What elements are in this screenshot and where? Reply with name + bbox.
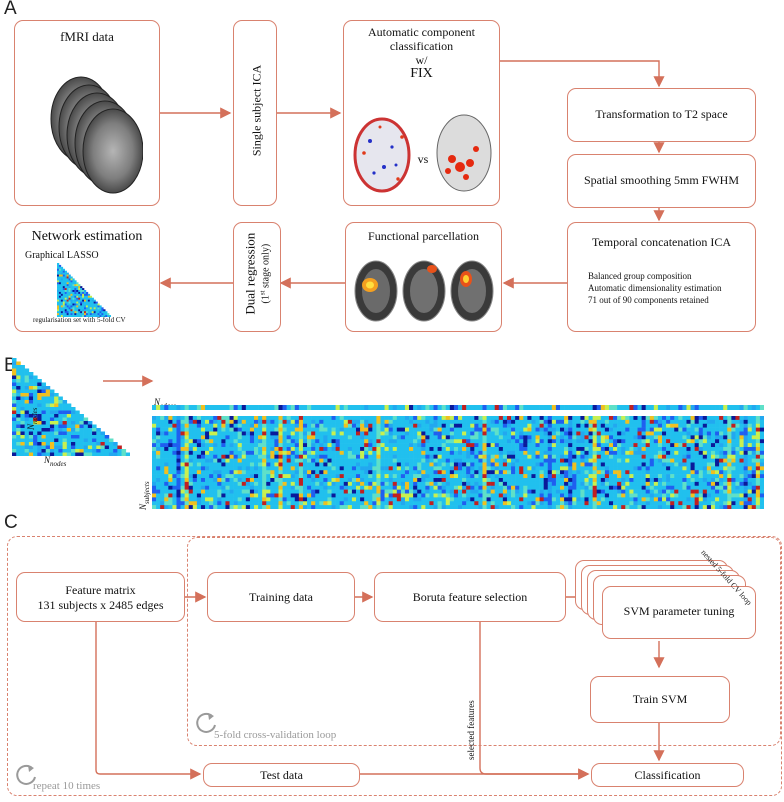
dual-stage-open: (1 [260,295,272,304]
fmri-data-box: fMRI data [14,20,160,206]
fmri-title: fMRI data [60,29,114,44]
n-nodes-vertical-sub: nodes [30,407,39,424]
tc-line-3: 71 out of 90 components retained [588,295,709,305]
test-data-box: Test data [203,763,360,787]
vs-label: vs [418,152,429,166]
dual-stage-rest: stage only) [260,243,272,291]
n-subjects-label: N [138,503,148,510]
cv-inner-loop [187,537,781,746]
training-data-box: Training data [207,572,355,622]
tc-title: Temporal concatenation ICA [591,235,732,249]
training-data-label: Training data [249,590,313,604]
n-nodes-vertical: N [26,423,36,430]
fmri-volume-stack-image [50,76,143,194]
single-subject-ica-box: Single subject ICA [233,20,277,206]
feature-matrix-heatmap [152,416,764,509]
tc-line-2: Automatic dimensionality estimation [588,283,722,293]
t2-transformation-box: Transformation to T2 space [567,88,756,142]
parcellation-title: Functional parcellation [368,229,479,243]
n-subjects-sub: subjects [142,481,151,504]
n-edges-label: N [154,397,161,407]
classification-label: Classification [634,768,701,782]
dual-stage-sup: st [258,290,267,296]
feature-matrix-line-2: 131 subjects x 2485 edges [37,598,164,612]
test-data-label: Test data [260,768,303,782]
network-note: regularisation set with 5-fold CV [33,316,126,324]
network-subtitle: Graphical LASSO [25,250,99,261]
panel-label-a: A [4,0,17,19]
functional-parcellation-box: Functional parcellation [345,222,502,332]
dual-regression-label: Dual regression [242,232,258,315]
spatial-smoothing-box: Spatial smoothing 5mm FWHM [567,154,756,208]
repeat-loop-icon [16,764,36,785]
feature-matrix-line-1: Feature matrix [65,583,136,597]
t2-label: Transformation to T2 space [595,107,728,121]
panel-label-c: C [4,512,18,533]
smoothing-label: Spatial smoothing 5mm FWHM [583,173,739,187]
fix-brain-comparison-image: vs [353,114,492,193]
svm-tuning-label: SVM parameter tuning [623,604,735,618]
train-svm-label: Train SVM [632,692,688,706]
boruta-box: Boruta feature selection [374,572,566,622]
fix-line-2: classification [389,39,454,53]
svm-tuning-box: SVM parameter tuning [602,586,756,639]
boruta-label: Boruta feature selection [412,590,528,604]
fix-classification-box: Automatic component classification w/ FI… [343,20,500,206]
n-nodes-horizontal: N [44,455,51,465]
fix-line-1: Automatic component [368,25,475,39]
n-nodes-horizontal-sub: nodes [50,459,67,468]
feature-matrix-box: Feature matrix 131 subjects x 2485 edges [16,572,185,622]
classification-box: Classification [591,763,744,787]
temporal-concatenation-ica-box: Temporal concatenation ICA Balanced grou… [567,222,756,332]
repeat-loop-label: repeat 10 times [33,780,101,792]
parcellation-brains-image [354,260,494,322]
dual-regression-box: Dual regression (1st stage only) [233,222,281,332]
fix-line-3: w/ [415,53,428,67]
cv-loop-icon [196,712,216,733]
edge-vector-strip [152,405,764,410]
tc-line-1: Balanced group composition [588,271,692,281]
fix-line-4: FIX [410,66,433,81]
network-estimation-box: Network estimation Graphical LASSO regul… [14,222,160,332]
selected-features-label: selected features [466,700,476,760]
train-svm-box: Train SVM [590,676,730,723]
connectivity-matrix-triangle [12,358,130,456]
network-title: Network estimation [31,229,143,244]
repeat-outer-loop [7,536,782,796]
cv-loop-label: 5-fold cross-validation loop [214,729,337,741]
ica-label: Single subject ICA [249,64,264,157]
precision-matrix-thumbnail [57,263,111,317]
